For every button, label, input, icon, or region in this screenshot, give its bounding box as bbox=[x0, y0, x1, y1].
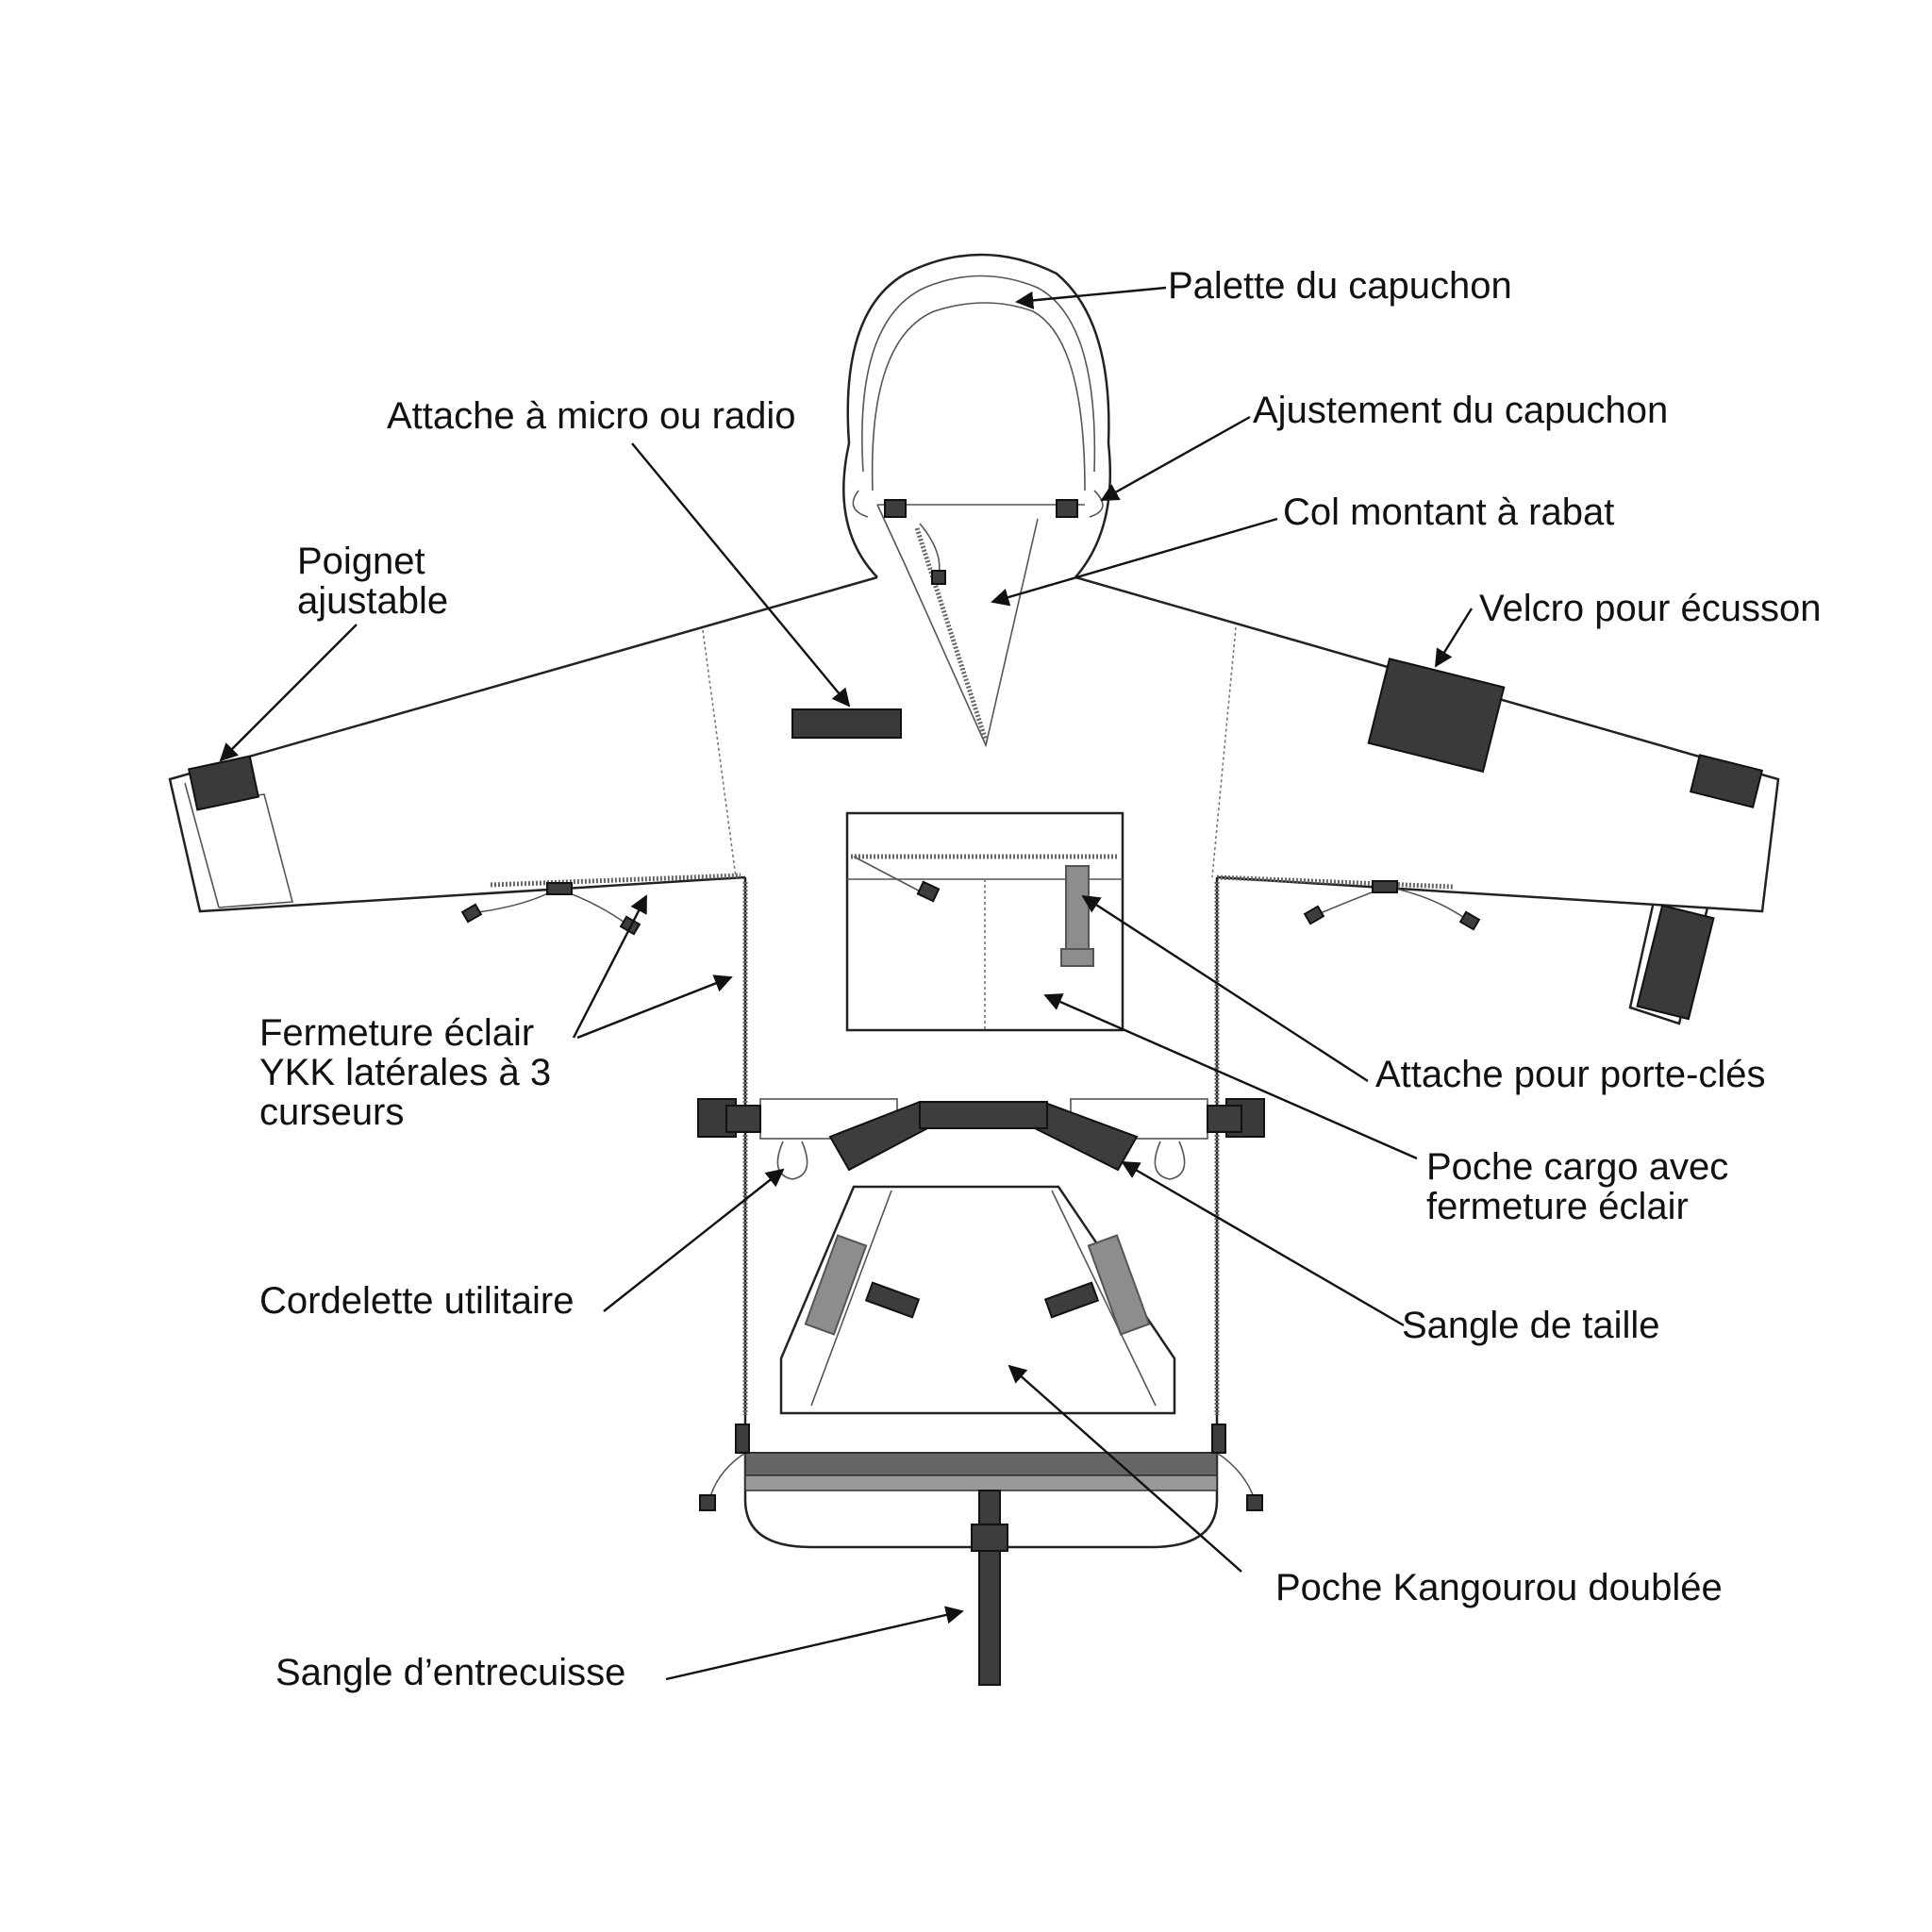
shoulder-velcro-patch bbox=[1367, 658, 1506, 774]
waist-strap bbox=[697, 1098, 1265, 1180]
label-cargo-pocket: Poche cargo avec fermeture éclair bbox=[1426, 1146, 1729, 1227]
crotch-strap bbox=[971, 1490, 1008, 1686]
leader-lines bbox=[219, 286, 1474, 1681]
label-crotch-strap: Sangle d’entrecuisse bbox=[275, 1652, 626, 1693]
hood-adjuster-right bbox=[1056, 499, 1078, 518]
label-cuff: Poignet ajustable bbox=[297, 541, 449, 622]
label-side-zip: Fermeture éclair YKK latérales à 3 curse… bbox=[259, 1012, 552, 1133]
hood-adjuster-left bbox=[884, 499, 907, 518]
label-key-clip: Attache pour porte-clés bbox=[1375, 1054, 1766, 1095]
label-utility-cord: Cordelette utilitaire bbox=[259, 1280, 575, 1322]
right-sleeve bbox=[1074, 575, 1780, 1025]
label-mic-clip: Attache à micro ou radio bbox=[387, 395, 796, 437]
cuff-velcro-patch bbox=[187, 755, 260, 811]
hood bbox=[842, 253, 1112, 748]
right-sleeve-zipper-pullers bbox=[1303, 880, 1481, 931]
key-clip-strap bbox=[1065, 865, 1090, 952]
forearm-velcro-patch bbox=[1689, 754, 1764, 808]
cargo-pocket bbox=[845, 811, 1124, 1032]
label-velcro: Velcro pour écusson bbox=[1479, 588, 1822, 629]
hem-band bbox=[699, 1424, 1263, 1511]
label-hood-tab: Palette du capuchon bbox=[1168, 265, 1512, 307]
jacket-illustration bbox=[168, 253, 1780, 1686]
left-sleeve-zipper-pullers bbox=[460, 882, 641, 936]
jacket-body bbox=[742, 877, 1220, 1549]
sleeve-pocket-velcro bbox=[1636, 904, 1715, 1021]
left-sleeve bbox=[168, 575, 878, 936]
label-collar: Col montant à rabat bbox=[1283, 491, 1615, 533]
kangaroo-pocket bbox=[779, 1185, 1176, 1415]
label-kangaroo-pocket: Poche Kangourou doublée bbox=[1275, 1567, 1723, 1608]
label-waist-strap: Sangle de taille bbox=[1402, 1305, 1660, 1346]
mic-radio-clip bbox=[791, 708, 902, 739]
label-hood-adjust: Ajustement du capuchon bbox=[1253, 390, 1669, 431]
